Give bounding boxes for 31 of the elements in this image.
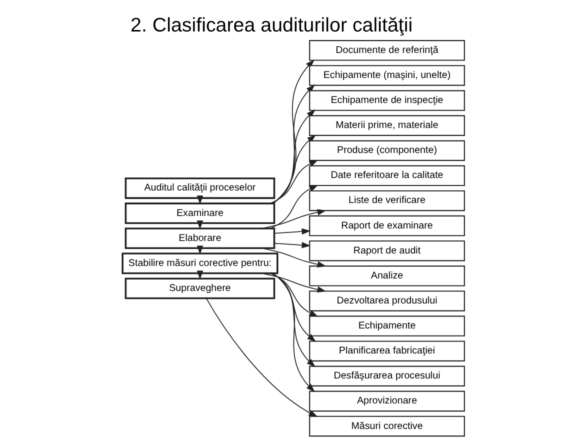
node-box: Dezvoltarea produsului xyxy=(309,290,465,312)
node-box: Raport de audit xyxy=(309,240,465,262)
node-box: Planificarea fabricaţiei xyxy=(309,340,465,362)
node-box: Echipamente (maşini, unelte) xyxy=(309,65,465,86)
arrow xyxy=(270,272,318,317)
node-box: Produse (componente) xyxy=(309,140,465,161)
node-box: Liste de verificare xyxy=(309,190,465,212)
arrow xyxy=(206,298,318,417)
arrow xyxy=(271,272,316,342)
node-box: Date referitoare la calitate xyxy=(309,165,465,186)
arrow xyxy=(196,195,204,204)
arrow xyxy=(262,248,326,268)
node-box: Desfăşurarea procesului xyxy=(309,366,465,386)
node-box: Supraveghere xyxy=(124,278,276,300)
node-box: Raport de examinare xyxy=(309,215,465,236)
diagram-title: 2. Clasificarea auditurilor calităţii xyxy=(130,14,413,36)
arrow xyxy=(272,272,316,368)
node-box: Documente de referinţă xyxy=(309,40,465,61)
arrow xyxy=(270,184,318,229)
arrow xyxy=(262,272,326,293)
node-box: Echipamente xyxy=(309,316,465,336)
arrow xyxy=(274,242,311,248)
node-box: Aprovizionare xyxy=(309,390,465,412)
arrow xyxy=(272,272,315,392)
arrow xyxy=(270,160,318,204)
arrow xyxy=(262,209,326,229)
node-box: Echipamente de inspecţie xyxy=(309,90,465,111)
node-box: Analize xyxy=(309,266,465,286)
arrow xyxy=(274,228,311,235)
node-box: Măsuri corective xyxy=(309,416,465,437)
node-box: Materii prime, materiale xyxy=(309,115,465,136)
